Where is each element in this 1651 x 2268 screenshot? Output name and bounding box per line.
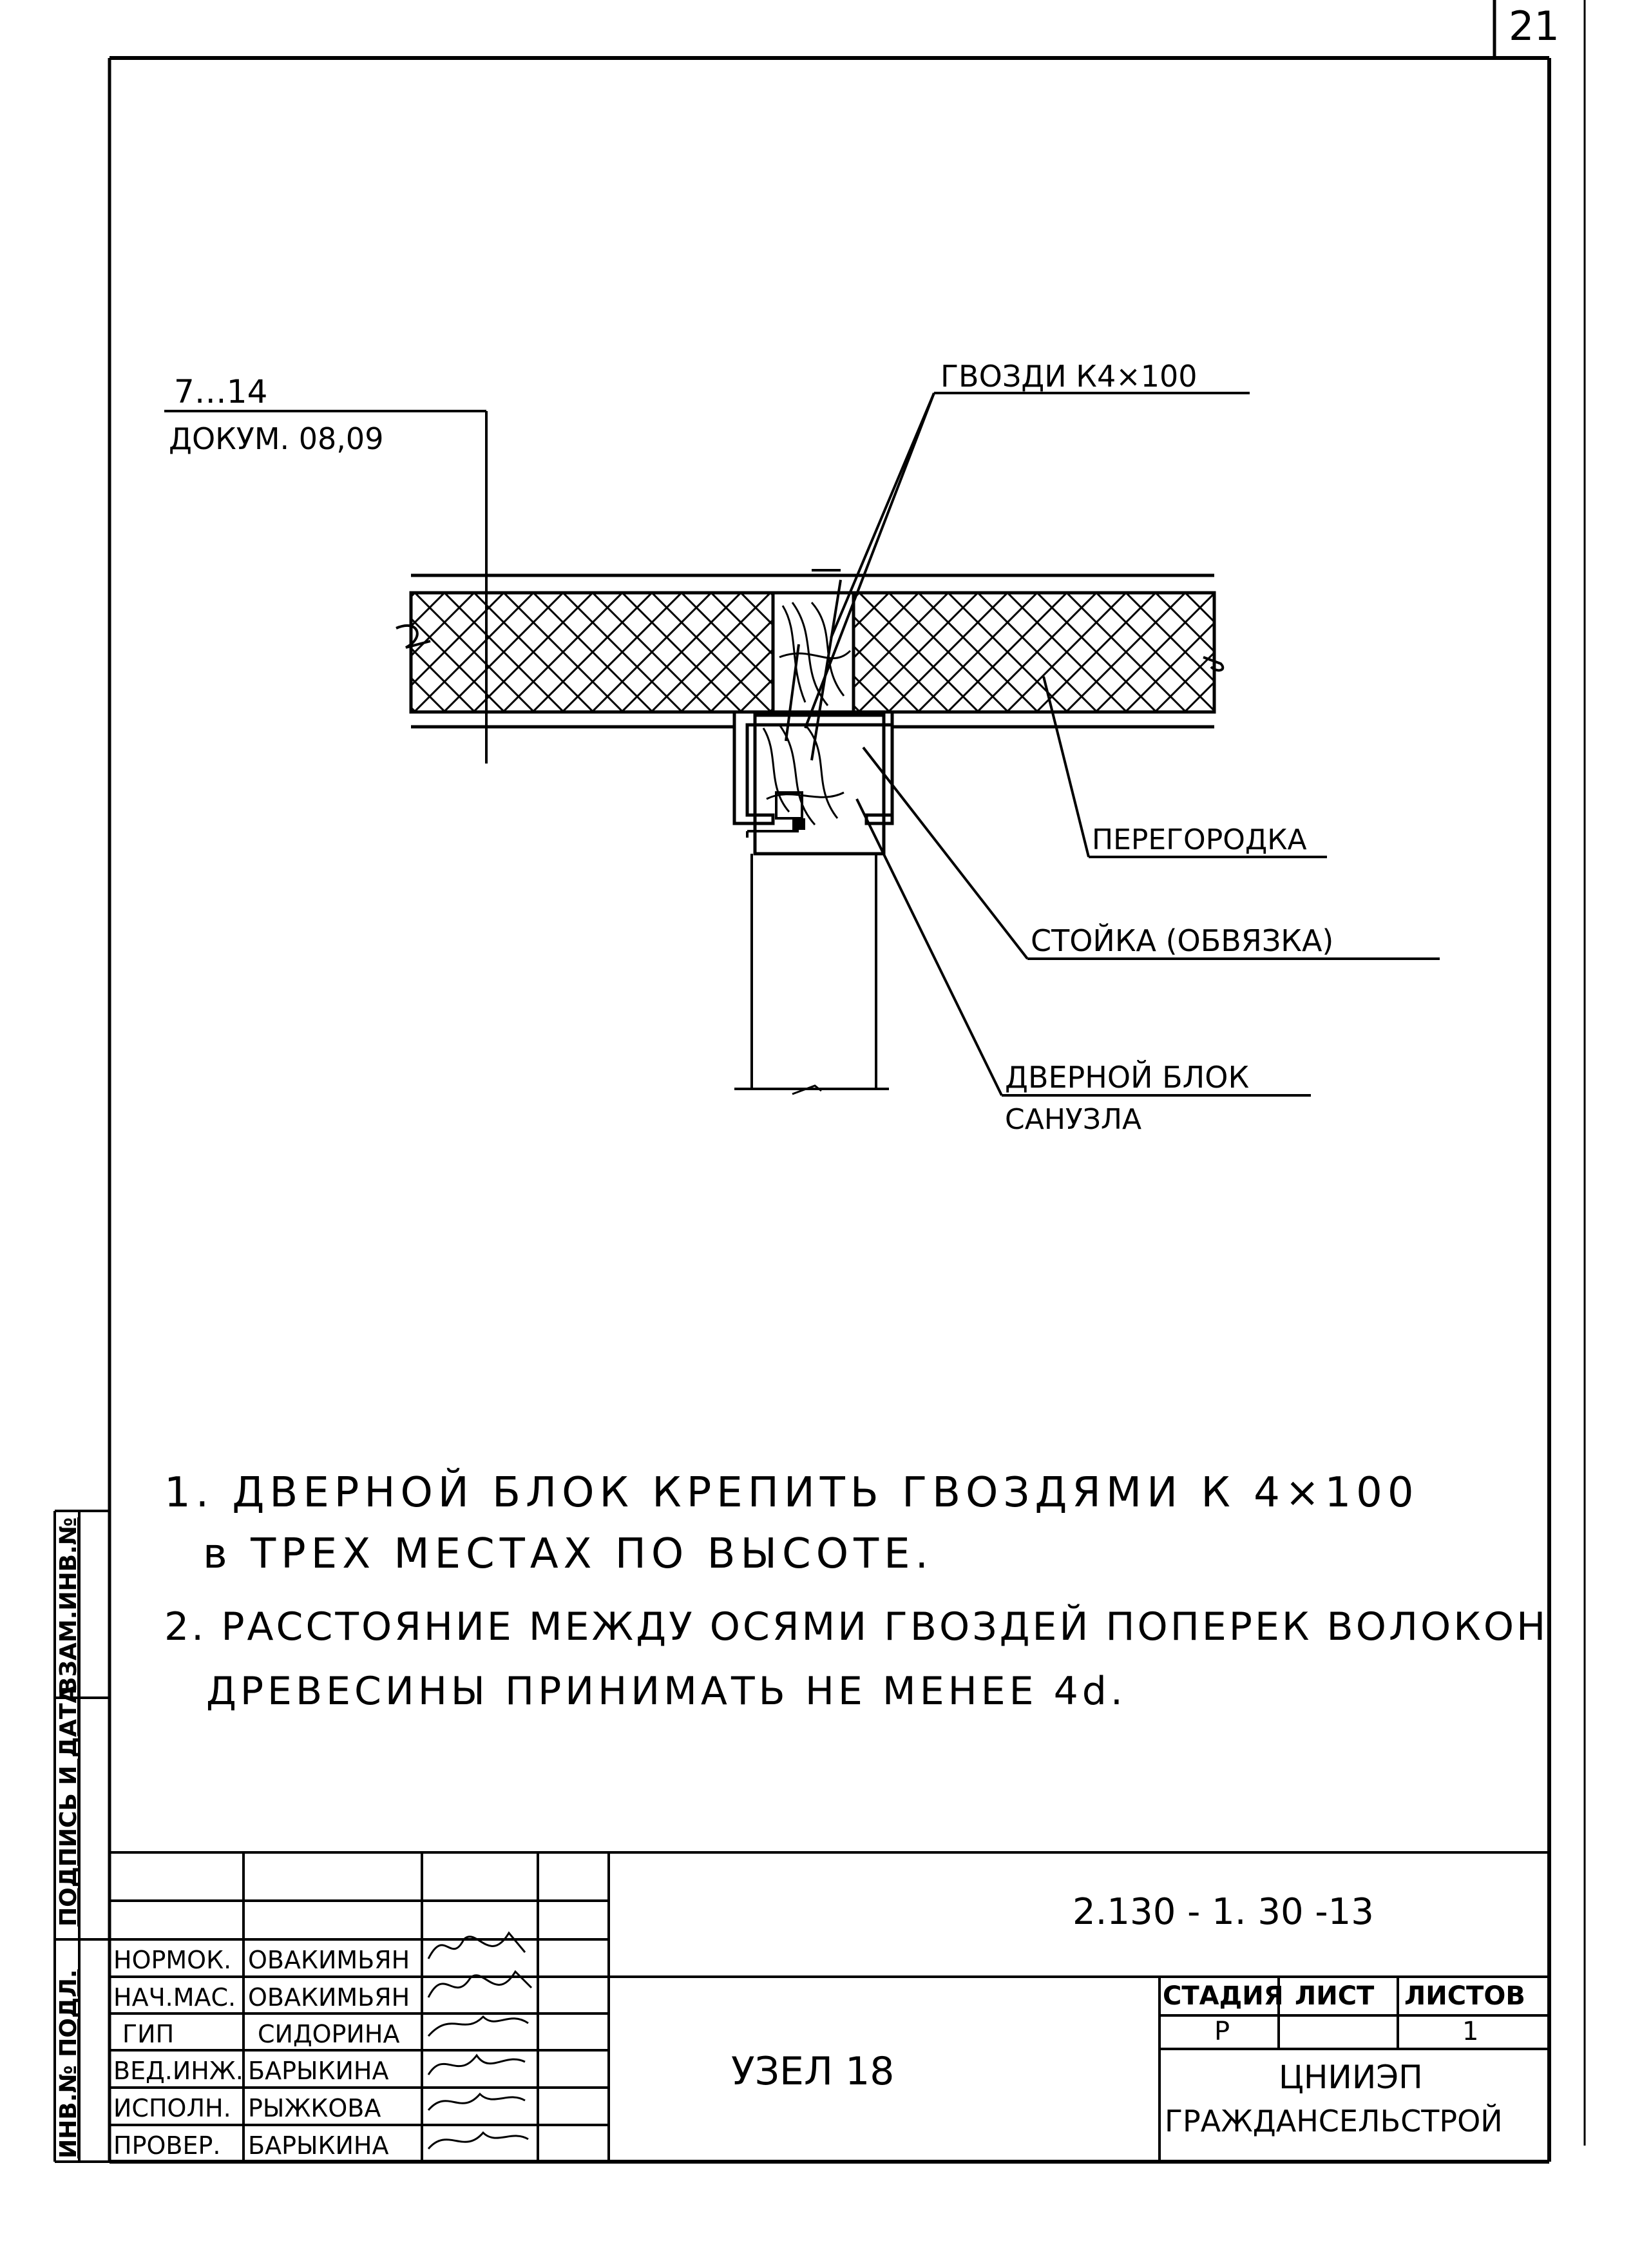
reference-bottom: ДОКУМ. 08,09 <box>169 421 383 456</box>
staff-role: ПРОВЕР. <box>113 2131 221 2160</box>
staff-name: БАРЫКИНА <box>248 2057 389 2085</box>
staff-name: ОВАКИМЬЯН <box>248 1946 410 1974</box>
org-name-line-2: ГРАЖДАНСЕЛЬСТРОЙ <box>1165 2104 1503 2138</box>
break-mark-right <box>1203 656 1225 672</box>
note-1-line-1: 1. ДВЕРНОЙ БЛОК КРЕПИТЬ ГВОЗДЯМИ К 4×100 <box>164 1469 1419 1517</box>
label-post: СТОЙКА (ОБВЯЗКА) <box>1031 923 1333 958</box>
reference-top: 7…14 <box>174 373 267 410</box>
staff-role: ВЕД.ИНЖ. <box>113 2057 243 2085</box>
col-stage: СТАДИЯ <box>1163 1981 1284 2011</box>
staff-role: НАЧ.МАС. <box>113 1983 236 2012</box>
stage-value: Р <box>1214 2017 1230 2046</box>
staff-name: РЫЖКОВА <box>248 2094 381 2122</box>
sheet-number: 21 <box>1509 3 1560 50</box>
section-reference <box>164 410 488 764</box>
org-name-line-1: ЦНИИЭП <box>1279 2059 1423 2096</box>
leader-door-block <box>855 798 1311 1097</box>
col-sheet: ЛИСТ <box>1295 1981 1375 2011</box>
note-2-line-1: 2. РАССТОЯНИЕ МЕЖДУ ОСЯМИ ГВОЗДЕЙ ПОПЕРЕ… <box>164 1604 1549 1649</box>
door-block <box>732 712 894 856</box>
label-partition: ПЕРЕГОРОДКА <box>1092 823 1307 856</box>
post-timber <box>771 591 855 714</box>
leader-nails <box>804 392 1250 729</box>
label-door-block: ДВЕРНОЙ БЛОК <box>1005 1060 1249 1095</box>
note-2-line-2: ДРЕВЕСИНЫ ПРИНИМАТЬ НЕ МЕНЕЕ 4d. <box>206 1669 1127 1714</box>
staff-role: НОРМОК. <box>113 1946 232 1974</box>
nails <box>785 569 842 761</box>
signatures <box>427 1931 533 2149</box>
drawing-title: УЗЕЛ 18 <box>731 2049 895 2094</box>
leader-post <box>862 746 1440 960</box>
col-sheets: ЛИСТОВ <box>1404 1981 1525 2011</box>
staff-role: ГИП <box>122 2020 175 2048</box>
label-door-block-sub: САНУЗЛА <box>1005 1103 1141 1136</box>
title-block-lines <box>110 1851 1549 2162</box>
side-label-signature-date: ПОДПИСЬ И ДАТА <box>55 1685 82 1927</box>
side-strip <box>53 1510 110 2163</box>
side-label-inv-original: ИНВ.№ ПОДЛ. <box>55 1969 82 2158</box>
leader-partition <box>1042 676 1327 858</box>
side-label-replace-inv: ВЗАМ.ИНВ.№ <box>55 1517 82 1695</box>
sheet-frame <box>108 0 1586 2164</box>
sheets-value: 1 <box>1462 2017 1479 2046</box>
partition-panel <box>409 573 1216 729</box>
label-nails: ГВОЗДИ К4×100 <box>940 359 1198 394</box>
staff-name: ОВАКИМЬЯН <box>248 1983 410 2012</box>
note-1-line-2: в ТРЕХ МЕСТАХ ПО ВЫСОТЕ. <box>203 1530 933 1578</box>
doc-code: 2.130 - 1. 30 -13 <box>1073 1891 1374 1933</box>
break-mark-left <box>396 624 431 649</box>
staff-name: БАРЫКИНА <box>248 2131 389 2160</box>
staff-name: СИДОРИНА <box>258 2020 400 2048</box>
door-leaf <box>734 854 889 1095</box>
staff-role: ИСПОЛН. <box>113 2094 231 2122</box>
